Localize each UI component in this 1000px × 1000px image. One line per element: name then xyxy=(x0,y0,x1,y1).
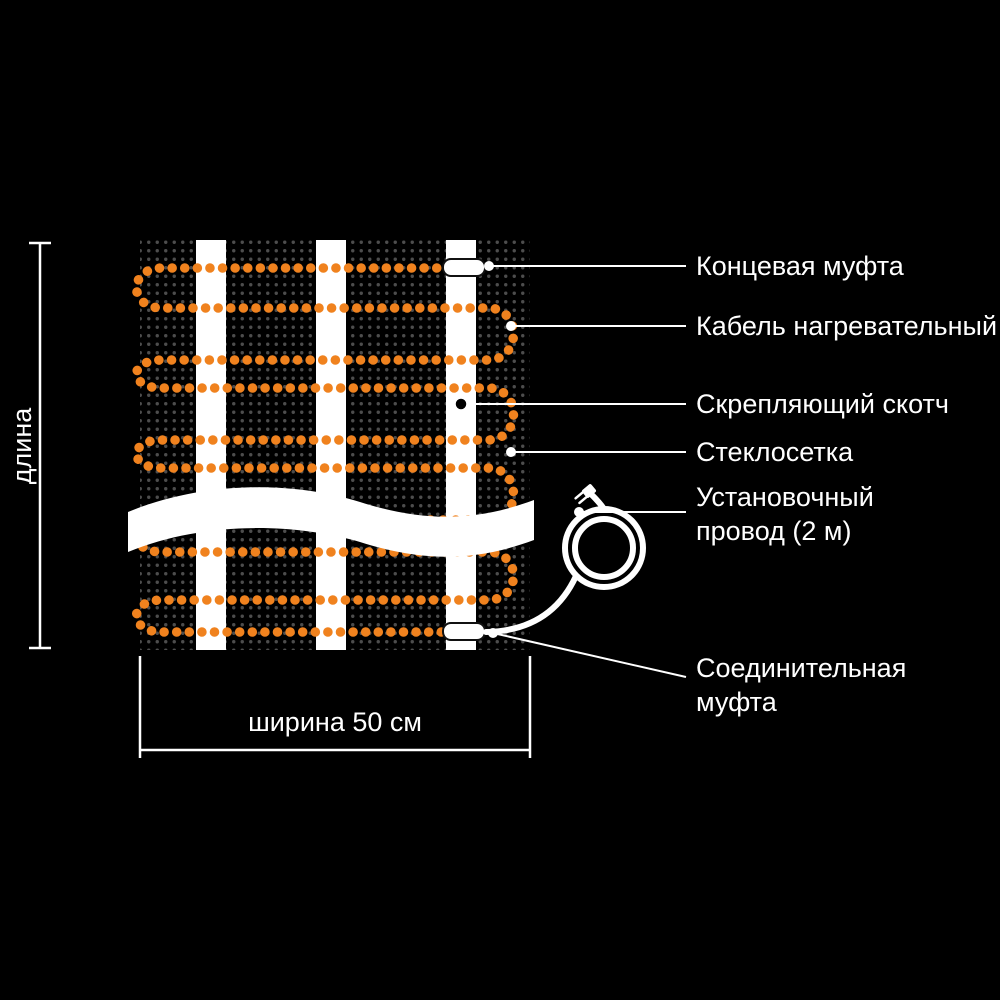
wire-to-plug xyxy=(588,491,607,512)
leader-dot xyxy=(488,628,498,638)
callout-fiberglass-mesh: Стеклосетка xyxy=(506,437,854,467)
width-dimension: ширина 50 см xyxy=(138,656,532,758)
leader-dot xyxy=(484,261,494,271)
callout-binding-tape: Скрепляющий скотч xyxy=(453,389,949,419)
leader-dot xyxy=(506,321,516,331)
width-label: ширина 50 см xyxy=(248,707,422,737)
callout-heating-cable: Кабель нагревательный xyxy=(506,311,997,341)
leader-dot xyxy=(574,507,584,517)
heating-cable-label: Кабель нагревательный xyxy=(696,311,997,341)
installation-wire-label-line2: провод (2 м) xyxy=(696,516,851,546)
wire-tail xyxy=(483,573,579,635)
installation-wire-label-line1: Установочный xyxy=(696,482,874,512)
end-coupling xyxy=(442,258,486,277)
tape-strip-1 xyxy=(196,240,226,650)
leader-line xyxy=(492,632,687,678)
mat-break-wave xyxy=(128,487,534,557)
end-coupling-label: Концевая муфта xyxy=(696,251,905,281)
wire-coil-inner xyxy=(572,516,636,580)
connection-coupling-label-line2: муфта xyxy=(696,687,778,717)
length-dimension: длина xyxy=(7,241,51,650)
leader-dot xyxy=(506,447,516,457)
fiberglass-mesh-label: Стеклосетка xyxy=(696,437,854,467)
length-label: длина xyxy=(7,407,37,485)
connection-coupling-label-line1: Соединительная xyxy=(696,653,906,683)
leader-ring xyxy=(453,396,469,412)
tape-strip-2 xyxy=(316,240,346,650)
callout-installation-wire: Установочный провод (2 м) xyxy=(574,482,874,546)
binding-tape-label: Скрепляющий скотч xyxy=(696,389,949,419)
installation-wire xyxy=(483,484,646,635)
plug-icon xyxy=(574,484,596,505)
callout-end-coupling: Концевая муфта xyxy=(484,251,905,281)
callout-connection-coupling: Соединительная муфта xyxy=(488,628,906,717)
tape-strip-3 xyxy=(446,240,476,650)
connection-coupling xyxy=(442,622,486,641)
